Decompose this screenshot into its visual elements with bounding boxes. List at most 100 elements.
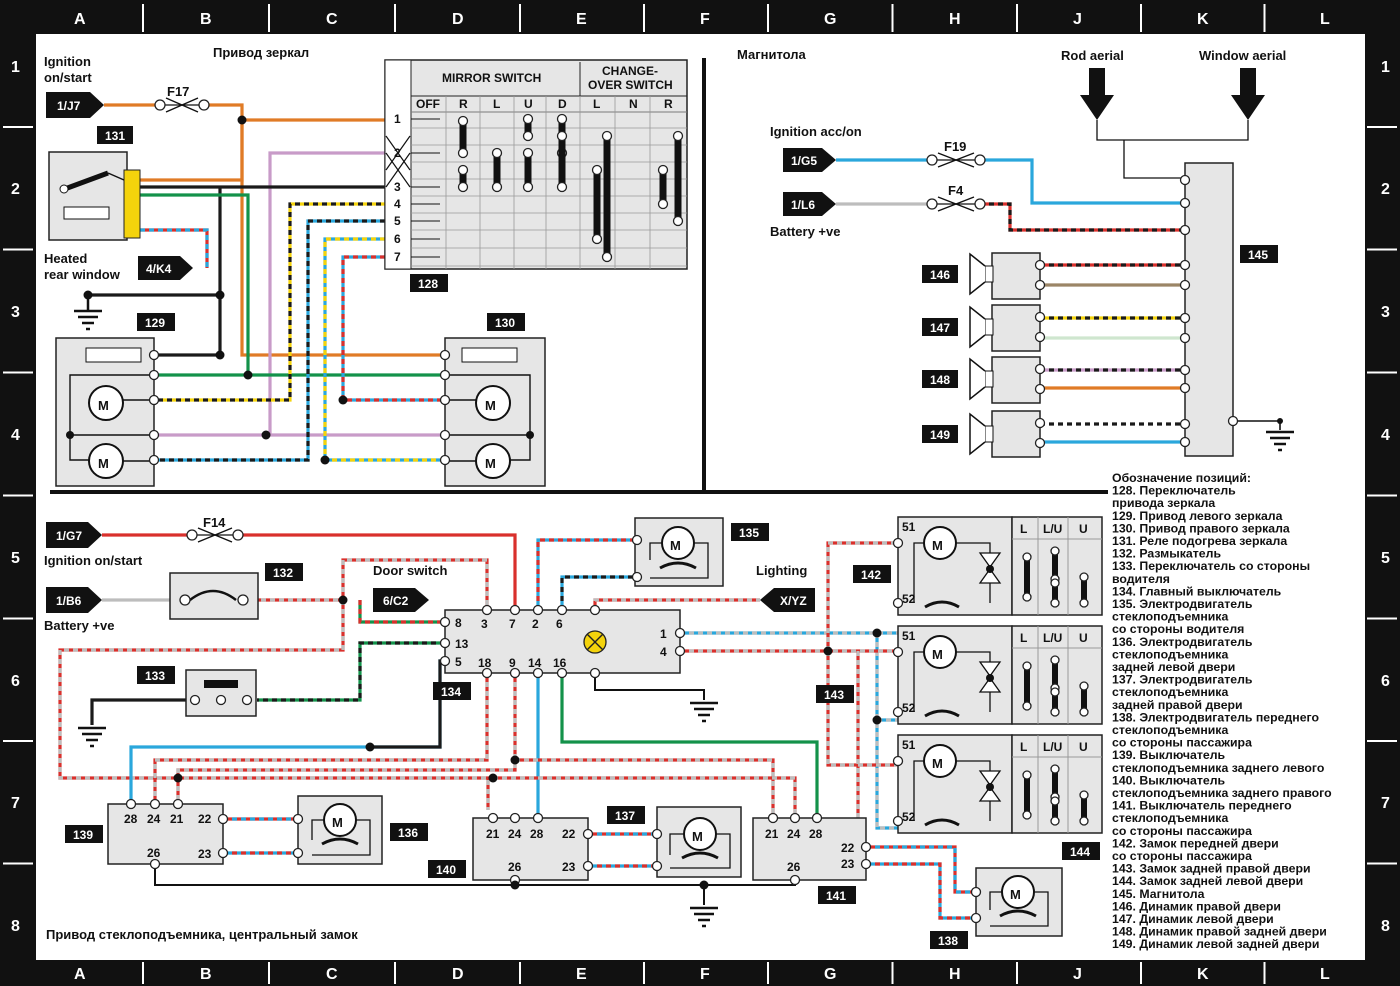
- speaker-149: 149: [922, 410, 1046, 458]
- grid-col-L: L: [1320, 966, 1330, 983]
- connector-xyz: X/YZ: [760, 588, 815, 612]
- connector-c2: 6/C2: [373, 588, 429, 612]
- lock-col-L/U: L/U: [1043, 522, 1062, 536]
- legend-line: со стороны водителя: [1112, 622, 1244, 636]
- legend-line: стеклоподъемника: [1112, 723, 1228, 737]
- svg-text:51: 51: [902, 738, 916, 752]
- legend-line: 131. Реле подогрева зеркала: [1112, 534, 1287, 548]
- svg-text:M: M: [98, 456, 109, 471]
- legend-line: 135. Электродвигатель: [1112, 597, 1253, 611]
- lock-col-U: U: [1079, 740, 1088, 754]
- svg-text:51: 51: [902, 629, 916, 643]
- connector-g7: 1/G7: [46, 522, 102, 548]
- legend-line: 148. Динамик правой задней двери: [1112, 925, 1327, 939]
- legend-line: 136. Электродвигатель: [1112, 635, 1253, 649]
- speaker-148: 148: [922, 356, 1046, 404]
- breaker-132: 132: [169, 563, 303, 620]
- motor-135: M 135: [631, 517, 769, 587]
- lock-col-L/U: L/U: [1043, 740, 1062, 754]
- switch-col-3: U: [524, 97, 533, 111]
- svg-text:4/K4: 4/K4: [146, 262, 172, 276]
- svg-text:52: 52: [902, 592, 916, 606]
- grid-row-4: 4: [1381, 427, 1390, 444]
- grid-row-7: 7: [11, 795, 20, 812]
- window-switch-140: 140 21 24 28 22 23 26: [428, 812, 594, 886]
- svg-text:M: M: [485, 398, 496, 413]
- window-wires: [58, 533, 976, 920]
- grid-col-H: H: [949, 11, 961, 28]
- legend-line: 132. Размыкатель: [1112, 547, 1221, 561]
- switch-row-4: 4: [394, 197, 401, 211]
- grid-row-5: 5: [1381, 550, 1390, 567]
- switch-col-1: R: [459, 97, 468, 111]
- svg-text:26: 26: [508, 860, 522, 874]
- grid-col-E: E: [576, 11, 587, 28]
- svg-text:145: 145: [1248, 248, 1268, 262]
- svg-text:129: 129: [145, 316, 165, 330]
- grid-col-G: G: [824, 11, 836, 28]
- pin-134-3: 3: [481, 617, 488, 631]
- svg-text:24: 24: [147, 812, 161, 826]
- legend-line: стеклоподъемника: [1112, 610, 1228, 624]
- grid-col-C: C: [326, 11, 338, 28]
- svg-text:21: 21: [765, 827, 779, 841]
- tag-144-label: 144: [1070, 845, 1090, 859]
- grid-row-2: 2: [11, 181, 20, 198]
- svg-text:1/L6: 1/L6: [791, 198, 815, 212]
- label-door-switch: Door switch: [373, 563, 447, 578]
- switch-col-7: R: [664, 97, 673, 111]
- grid-row-7: 7: [1381, 795, 1390, 812]
- grid-row-5: 5: [11, 550, 20, 567]
- aerial-arrows: [1080, 68, 1265, 179]
- legend-line: задней правой двери: [1112, 698, 1243, 712]
- motor-136: M 136: [292, 795, 428, 865]
- junction-dots: [83, 115, 882, 890]
- grid-col-K: K: [1197, 966, 1209, 983]
- grid-col-D: D: [452, 11, 464, 28]
- legend-list: Обозначение позиций:128. Переключательпр…: [1112, 471, 1332, 951]
- tag-142: [853, 565, 891, 583]
- grid-col-F: F: [700, 11, 710, 28]
- legend-line: 147. Динамик левой двери: [1112, 912, 1274, 926]
- legend-line: 140. Выключатель: [1112, 773, 1226, 787]
- grid-col-L: L: [1320, 11, 1330, 28]
- grid-row-6: 6: [11, 673, 20, 690]
- svg-text:F4: F4: [948, 183, 964, 198]
- grid-row-8: 8: [1381, 918, 1390, 935]
- mirror-130: 130 M M: [439, 313, 546, 487]
- tag-143: [816, 685, 854, 703]
- grid-row-2: 2: [1381, 181, 1390, 198]
- svg-text:X/YZ: X/YZ: [780, 594, 807, 608]
- lock-col-L: L: [1020, 522, 1027, 536]
- lock-col-U: U: [1079, 522, 1088, 536]
- svg-text:134: 134: [441, 685, 461, 699]
- grid-col-E: E: [576, 966, 587, 983]
- connector-b6: 1/B6: [46, 587, 102, 613]
- svg-text:28: 28: [809, 827, 823, 841]
- legend-line: стеклоподъемника заднего правого: [1112, 786, 1332, 800]
- legend-line: 141. Выключатель переднего: [1112, 799, 1292, 813]
- pin-134-5: 5: [455, 655, 462, 669]
- svg-text:133: 133: [145, 669, 165, 683]
- switch-row-3: 3: [394, 180, 401, 194]
- svg-text:1/B6: 1/B6: [56, 594, 82, 608]
- motor-137: M 137: [607, 806, 742, 878]
- pin-134-18: 18: [478, 656, 492, 670]
- lock-col-L: L: [1020, 740, 1027, 754]
- svg-text:1/G5: 1/G5: [791, 154, 817, 168]
- grid-col-D: D: [452, 966, 464, 983]
- label-ignition: Ignition: [44, 54, 91, 69]
- legend-line: 145. Магнитола: [1112, 887, 1205, 901]
- label-heated: Heated: [44, 251, 87, 266]
- svg-text:132: 132: [273, 566, 293, 580]
- fuse-f4: F4: [926, 183, 986, 212]
- legend-line: 149. Динамик левой задней двери: [1112, 937, 1320, 951]
- svg-text:1/J7: 1/J7: [57, 99, 81, 113]
- pin-134-8: 8: [455, 616, 462, 630]
- grid-row-8: 8: [11, 918, 20, 935]
- grid-col-K: K: [1197, 11, 1209, 28]
- legend-line: со стороны пассажира: [1112, 849, 1252, 863]
